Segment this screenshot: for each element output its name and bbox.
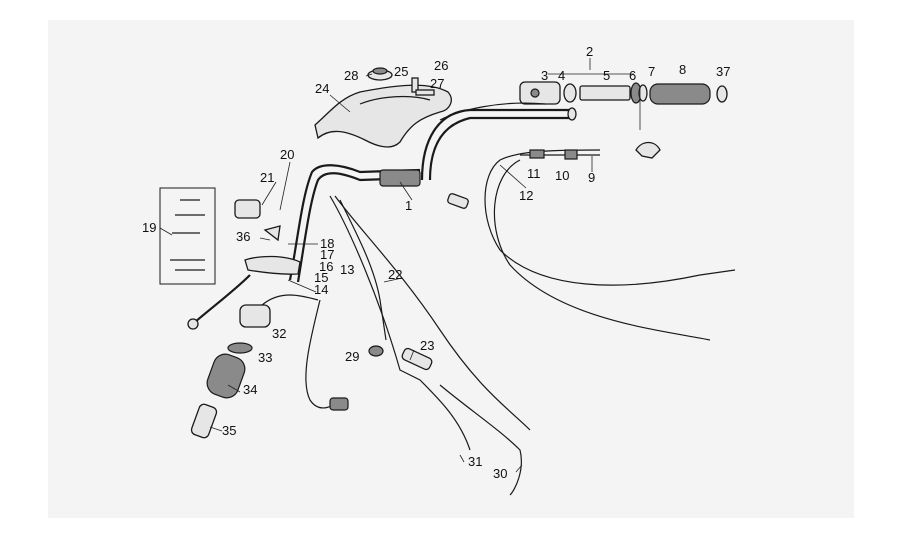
callout-23: 23 bbox=[420, 338, 434, 353]
callout-9: 9 bbox=[588, 170, 595, 185]
callout-31: 31 bbox=[468, 454, 482, 469]
callout-2: 2 bbox=[586, 44, 593, 59]
callout-14: 14 bbox=[314, 282, 328, 297]
callout-35: 35 bbox=[222, 423, 236, 438]
callout-4: 4 bbox=[558, 68, 565, 83]
callout-34: 34 bbox=[243, 382, 257, 397]
callout-27: 27 bbox=[430, 76, 444, 91]
callout-labels: 1 2 3 4 5 6 7 8 9 10 11 12 13 14 15 16 1… bbox=[142, 44, 730, 481]
callout-15: 15 bbox=[314, 270, 328, 285]
callout-6: 6 bbox=[629, 68, 636, 83]
callout-22: 22 bbox=[388, 267, 402, 282]
callout-17: 17 bbox=[320, 247, 334, 262]
small-parts bbox=[329, 345, 433, 411]
leader-lines bbox=[159, 58, 641, 473]
callout-8: 8 bbox=[679, 62, 686, 77]
callout-13: 13 bbox=[340, 262, 354, 277]
callout-26: 26 bbox=[434, 58, 448, 73]
callout-10: 10 bbox=[555, 168, 569, 183]
callout-29: 29 bbox=[345, 349, 359, 364]
callout-28: 28 bbox=[344, 68, 358, 83]
callout-25: 25 bbox=[394, 64, 408, 79]
callout-20: 20 bbox=[280, 147, 294, 162]
callout-18: 18 bbox=[320, 236, 334, 251]
callout-1: 1 bbox=[405, 198, 412, 213]
callout-11: 11 bbox=[527, 166, 541, 181]
callout-32: 32 bbox=[272, 326, 286, 341]
callout-30: 30 bbox=[493, 466, 507, 481]
throttle-assembly bbox=[439, 81, 728, 159]
callout-36: 36 bbox=[236, 229, 250, 244]
callout-24: 24 bbox=[315, 81, 329, 96]
callout-19: 19 bbox=[142, 220, 156, 235]
handlebar-cover bbox=[314, 67, 452, 148]
cables bbox=[261, 149, 736, 496]
callout-7: 7 bbox=[648, 64, 655, 79]
inset-detail-box bbox=[159, 187, 216, 285]
callout-3: 3 bbox=[541, 68, 548, 83]
callout-37: 37 bbox=[716, 64, 730, 79]
callout-12: 12 bbox=[519, 188, 533, 203]
left-control-assembly bbox=[187, 199, 301, 439]
callout-33: 33 bbox=[258, 350, 272, 365]
callout-5: 5 bbox=[603, 68, 610, 83]
callout-16: 16 bbox=[319, 259, 333, 274]
callout-21: 21 bbox=[260, 170, 274, 185]
